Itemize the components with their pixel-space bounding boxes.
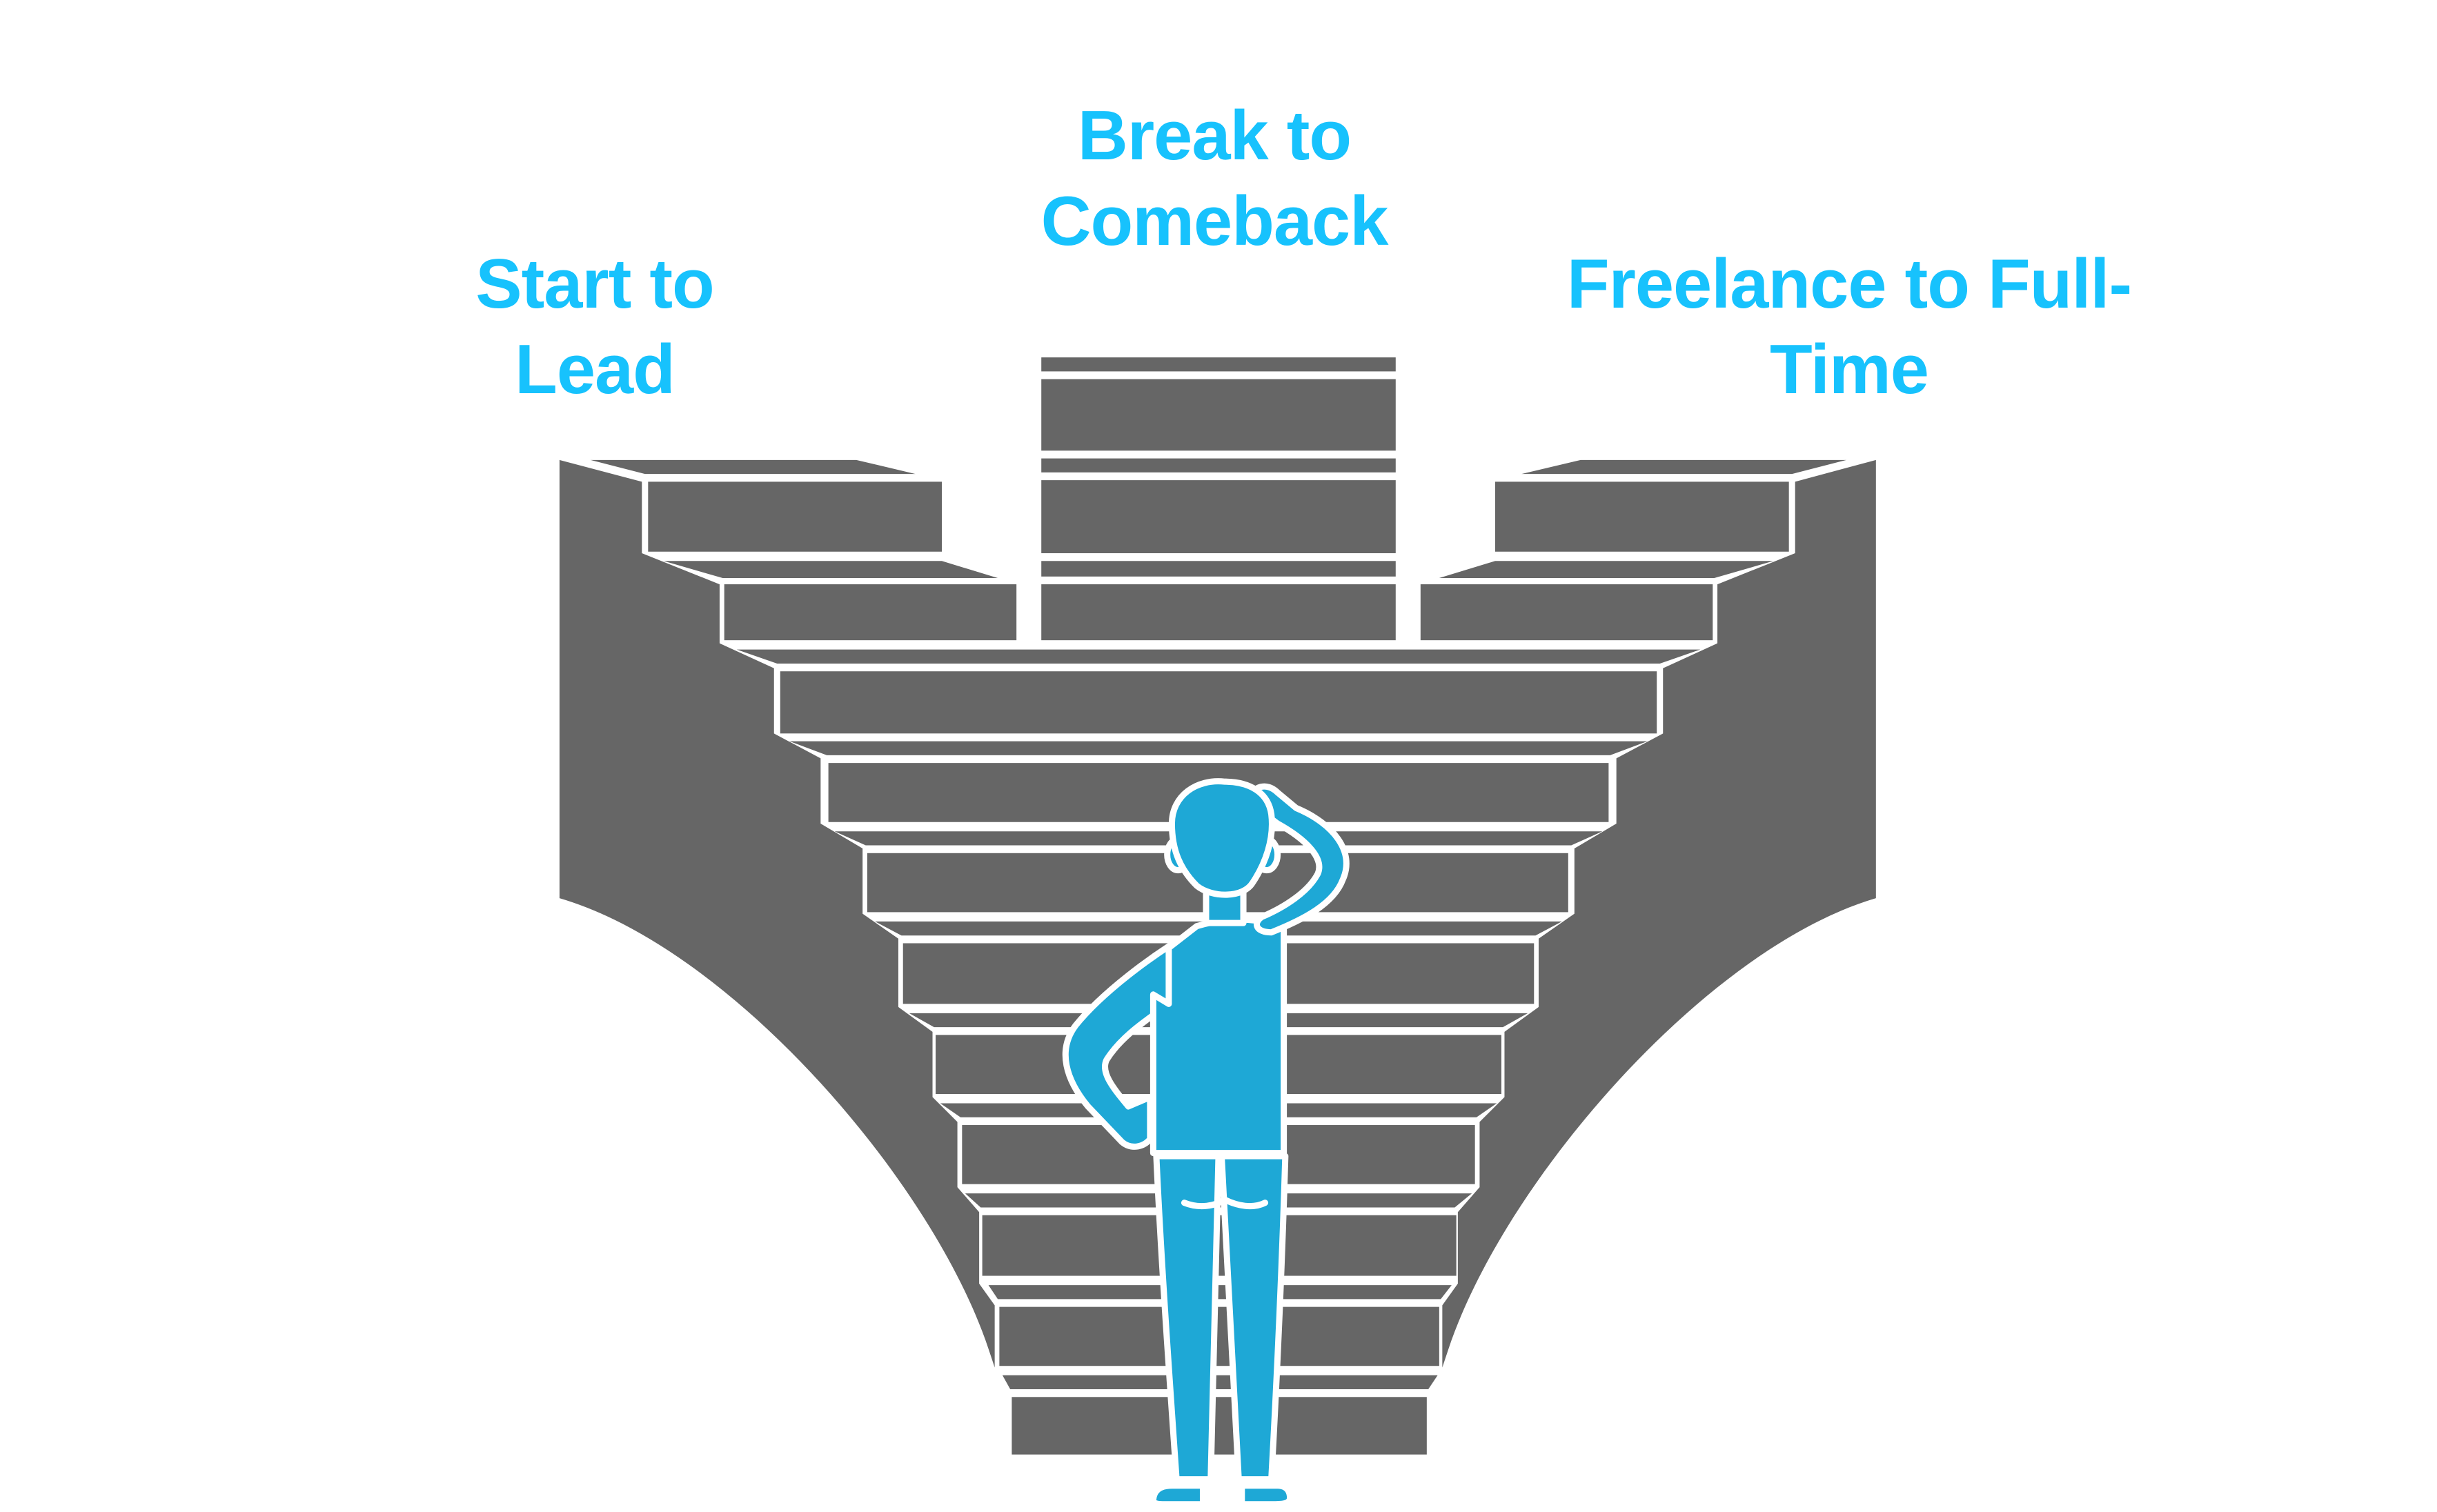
tread-11 — [1002, 1375, 1438, 1390]
person-left-leg — [1153, 1153, 1222, 1483]
riser-11 — [1012, 1397, 1427, 1455]
person-torso — [1150, 916, 1287, 1157]
tread-4 — [789, 741, 1648, 755]
center-riser-2 — [1041, 480, 1396, 554]
person-right-leg — [1218, 1153, 1289, 1483]
tread-10 — [988, 1285, 1452, 1300]
path-label-start-to-lead: Start to Lead — [422, 241, 767, 412]
person-left-arm — [1062, 926, 1200, 1150]
left-riser-1 — [648, 481, 943, 552]
left-tread-1 — [590, 459, 916, 475]
riser-10 — [999, 1306, 1439, 1366]
right-wall — [1442, 459, 1876, 1368]
left-riser-2 — [724, 584, 1017, 641]
center-tread-2 — [1041, 458, 1396, 472]
right-tread-1 — [1521, 459, 1847, 475]
path-label-line: Time — [1770, 331, 1929, 408]
center-tread-1 — [1041, 357, 1396, 372]
person-waist-seam — [1181, 1196, 1269, 1210]
person-head — [1168, 778, 1275, 898]
path-label-break-to-comeback: Break to Comeback — [980, 93, 1449, 264]
person-icon — [1062, 778, 1350, 1508]
riser-3 — [780, 671, 1657, 734]
person-left-foot — [1150, 1482, 1206, 1508]
center-riser-3 — [1041, 584, 1396, 641]
tread-3 — [736, 649, 1701, 664]
path-label-line: Freelance to Full- — [1566, 246, 2132, 323]
center-tread-3 — [1041, 561, 1396, 577]
right-riser-2 — [1420, 584, 1713, 641]
path-label-line: Comeback — [1040, 183, 1389, 260]
path-label-line: Start to — [475, 246, 715, 323]
left-wall — [559, 459, 995, 1368]
path-label-freelance-to-full-time: Freelance to Full- Time — [1511, 241, 2187, 412]
left-tread-2 — [663, 561, 998, 579]
right-tread-2 — [1439, 561, 1774, 579]
path-label-line: Lead — [515, 331, 675, 408]
path-label-line: Break to — [1077, 97, 1352, 175]
person-right-foot — [1239, 1482, 1294, 1508]
center-riser-1 — [1041, 379, 1396, 451]
right-riser-1 — [1494, 481, 1789, 552]
